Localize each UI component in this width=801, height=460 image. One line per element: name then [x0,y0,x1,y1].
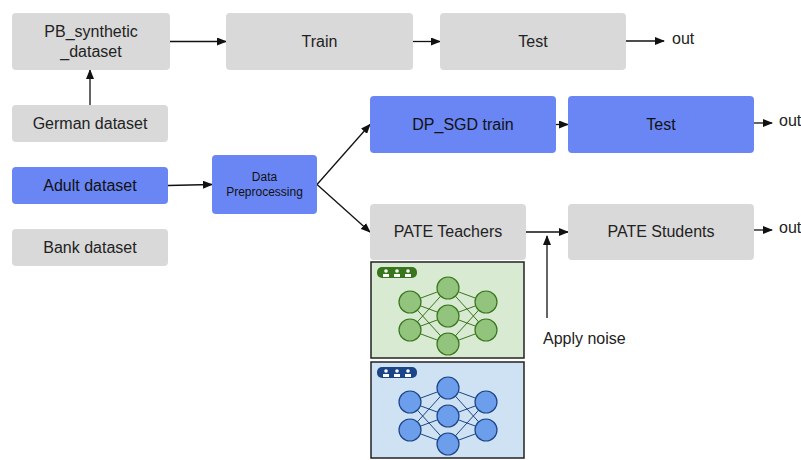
box-text: PATE Teachers [394,222,503,241]
net-part [399,319,421,341]
net-part [406,369,410,373]
box-text: Adult dataset [43,176,136,195]
process-box: PATE Students [568,204,754,260]
box-text: PB_synthetic _dataset [20,22,162,60]
out-arrow [754,229,772,230]
net-part [377,367,417,378]
dataset-box: Bank dataset [12,229,168,266]
dataset-box: PB_synthetic _dataset [12,13,170,70]
process-box: Train [226,13,413,70]
net-part [437,377,459,399]
box-text: Data Preprocessing [220,170,309,199]
box-text: DP_SGD train [412,115,513,134]
neural-net [377,367,497,455]
arrow-connector [170,41,226,42]
arrow-connector [317,125,370,185]
box-text: PATE Students [607,222,714,241]
arrow-connector [89,70,90,105]
arrow-connector [168,185,212,186]
output-label: out [779,219,801,237]
process-box: DP_SGD train [370,96,556,153]
dataset-box: German dataset [12,105,168,142]
process-box: Test [440,13,626,70]
box-text: Bank dataset [43,238,136,257]
output-label: out [672,30,694,48]
dataset-box: Adult dataset [12,167,168,204]
teacher-panel [371,262,524,358]
net-part [475,319,497,341]
box-text: Train [302,32,338,51]
net-part [394,274,400,277]
process-box: Test [568,96,754,153]
net-part [384,269,388,273]
arrow-connector [317,185,370,233]
box-text: German dataset [33,114,148,133]
net-part [394,374,400,377]
net-part [383,274,389,277]
net-part [399,391,421,413]
net-part [405,374,411,377]
net-part [405,274,411,277]
net-part [384,369,388,373]
net-part [399,419,421,441]
teacher-panel [371,362,524,458]
net-part [437,433,459,455]
arrow-connector [413,41,440,42]
net-part [437,277,459,299]
net-part [475,291,497,313]
net-part [395,369,399,373]
noise-arrow [546,236,547,318]
out-arrow [626,40,664,41]
net-part [399,291,421,313]
net-part [406,269,410,273]
box-text: Test [518,32,547,51]
output-label: out [779,112,801,130]
process-box: Data Preprocessing [212,155,317,214]
arrow-connector [556,124,568,125]
net-part [475,391,497,413]
neural-net [377,267,497,355]
arrow-connector [526,231,568,232]
net-part [383,374,389,377]
out-arrow [754,122,772,123]
net-part [395,269,399,273]
net-part [475,419,497,441]
box-text: Test [646,115,675,134]
process-box: PATE Teachers [370,204,526,260]
net-part [437,305,459,327]
net-part [437,333,459,355]
net-part [437,405,459,427]
note-label: Apply noise [543,330,626,348]
net-part [377,267,417,278]
